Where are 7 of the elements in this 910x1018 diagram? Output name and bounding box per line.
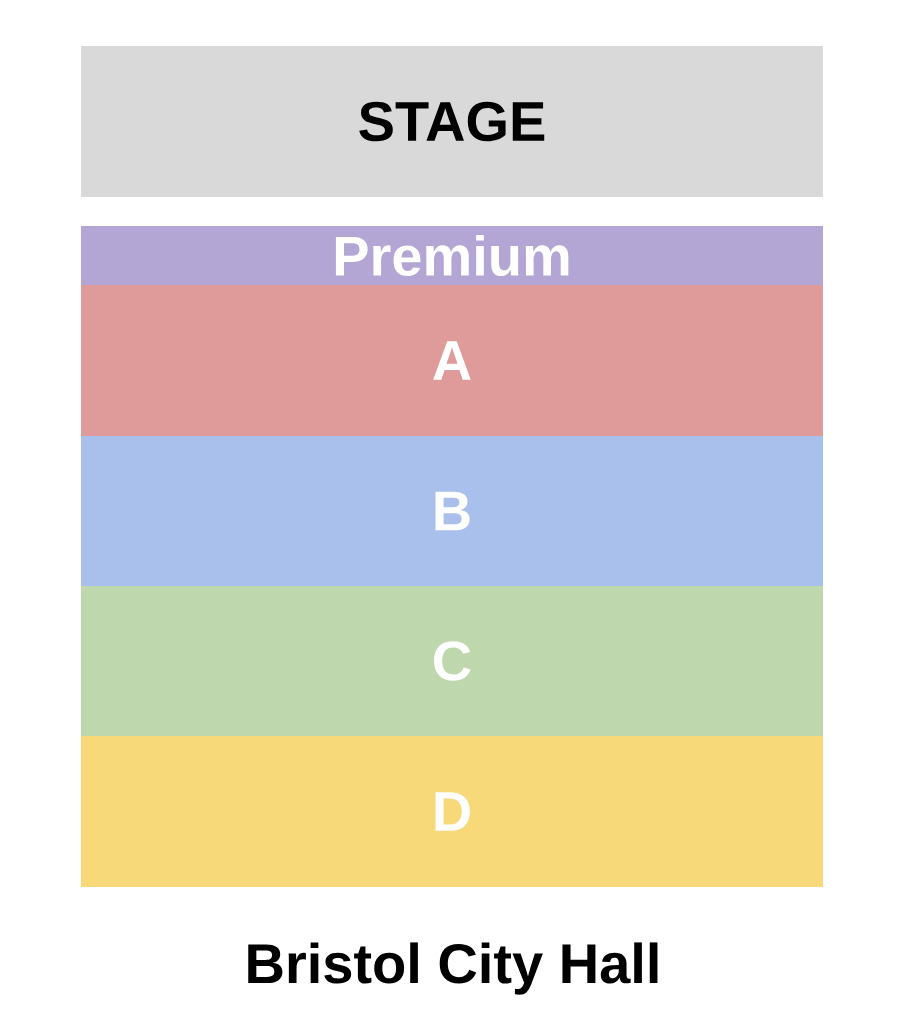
seating-section: A xyxy=(81,285,823,436)
seating-section: D xyxy=(81,736,823,887)
seating-section: C xyxy=(81,586,823,736)
caption: Bristol City Hall xyxy=(248,942,658,995)
stage-block: STAGE xyxy=(81,46,823,197)
seating-section: Premium xyxy=(81,226,823,285)
seating-section: B xyxy=(81,436,823,586)
